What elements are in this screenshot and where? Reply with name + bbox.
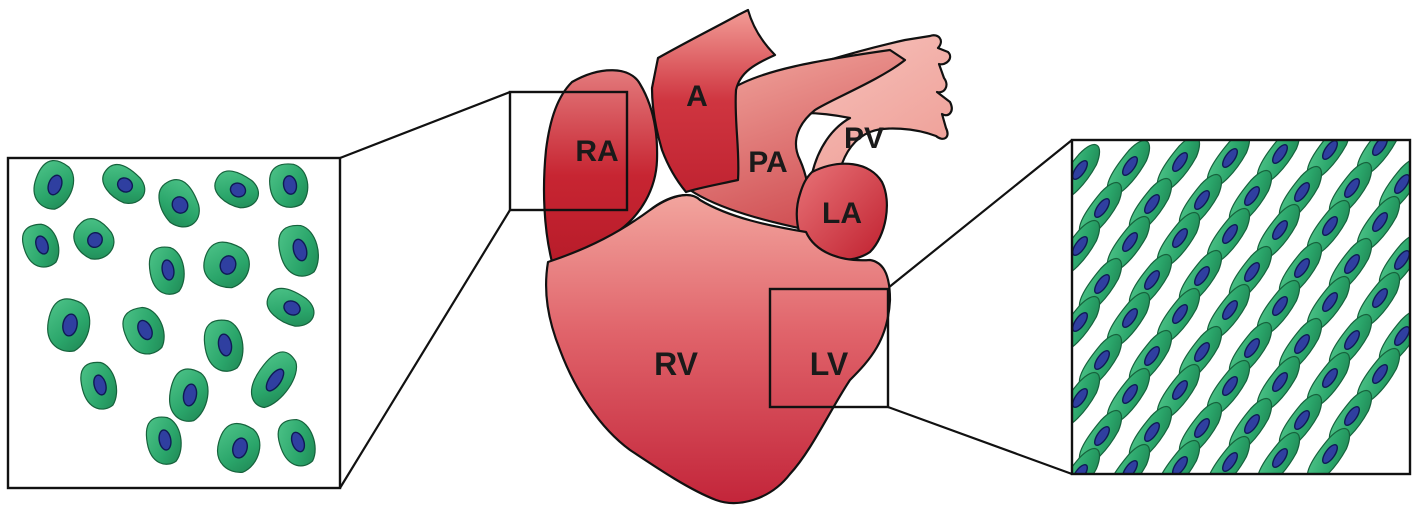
label-left-atrium: LA — [822, 197, 862, 230]
label-aorta: A — [686, 80, 708, 113]
label-pulmonary-artery: PA — [748, 146, 787, 179]
label-left-ventricle: LV — [810, 346, 849, 382]
guide-line-right-top — [888, 140, 1072, 288]
guide-line-right-bottom — [888, 407, 1072, 474]
guide-line-left-bottom — [340, 210, 510, 488]
label-right-ventricle: RV — [654, 346, 699, 382]
right-zoom-panel — [1052, 115, 1416, 508]
heart: A RA PA PV LA RV LV — [510, 10, 952, 503]
guide-line-left-top — [340, 92, 510, 158]
left-zoom-panel — [8, 156, 340, 488]
label-right-atrium: RA — [575, 135, 618, 168]
label-pulmonary-veins: PV — [844, 122, 884, 155]
